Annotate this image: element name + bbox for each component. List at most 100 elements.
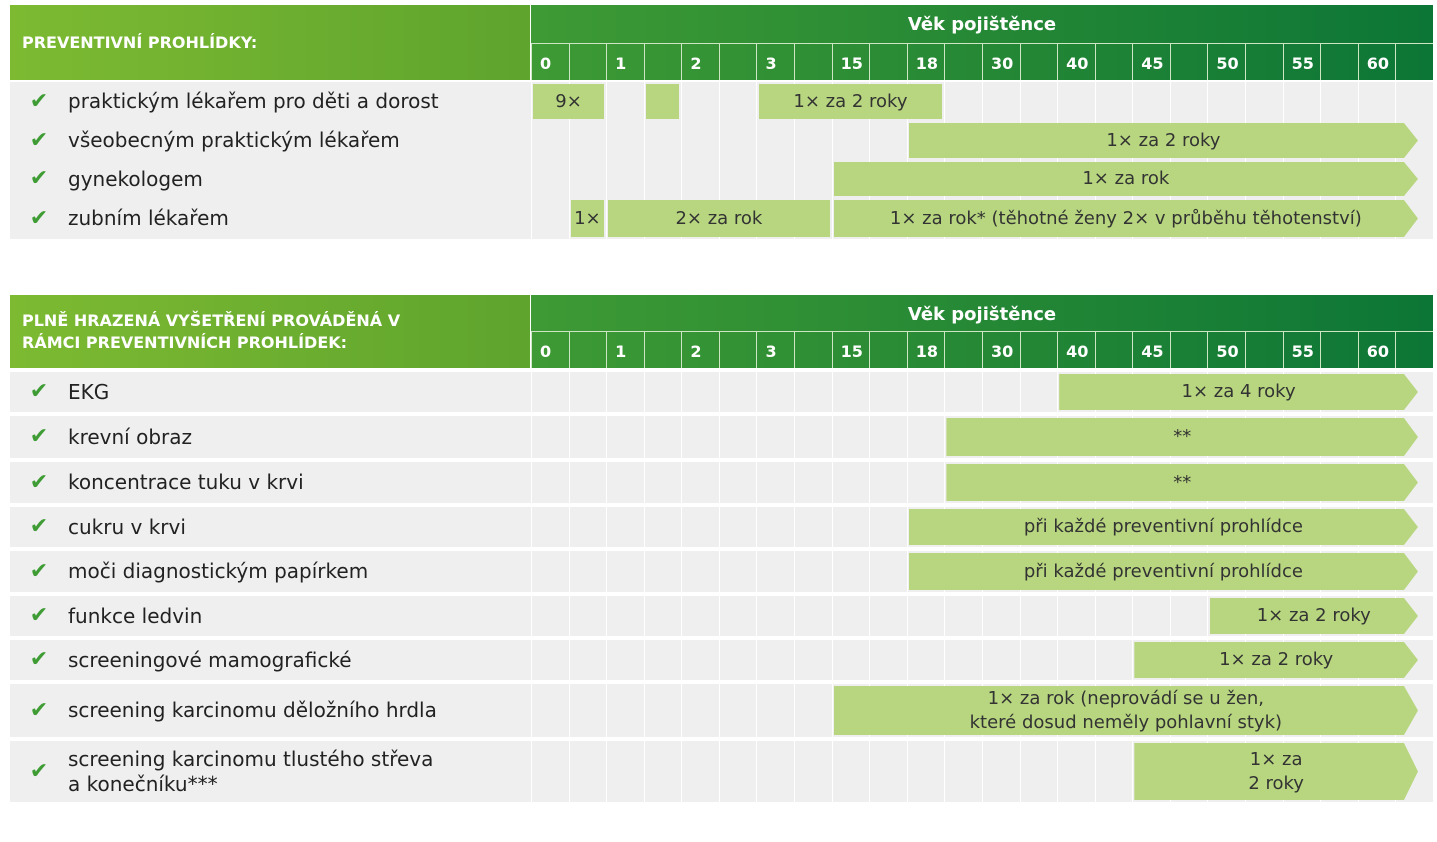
grid-cell xyxy=(906,121,945,160)
frequency-bar: 1× za rok (neprovádí se u žen, které dos… xyxy=(834,686,1418,735)
grid-cell xyxy=(718,551,757,592)
grid-cell xyxy=(944,82,982,121)
row-label: ✔screeningové mamografické xyxy=(10,640,530,680)
grid-cell xyxy=(568,507,607,547)
grid-cell xyxy=(643,121,682,160)
age-column: 30 xyxy=(981,43,1020,80)
age-column xyxy=(1094,331,1133,368)
grid-cell xyxy=(1057,741,1095,802)
check-icon: ✔ xyxy=(29,514,49,540)
frequency-bar: 1× za rok* (těhotné ženy 2× v průběhu tě… xyxy=(834,200,1418,237)
row-label: ✔moči diagnostickým papírkem xyxy=(10,551,530,592)
grid-cell xyxy=(681,82,719,121)
grid-cell xyxy=(869,462,907,503)
grid-cell xyxy=(606,82,644,121)
row-label: ✔koncentrace tuku v krvi xyxy=(10,462,530,503)
age-column xyxy=(568,331,607,368)
grid-cell xyxy=(568,198,607,239)
table-title-text: PLNĚ HRAZENÁ VYŠETŘENÍ PROVÁDĚNÁ V RÁMCI… xyxy=(22,310,401,352)
check-icon: ✔ xyxy=(29,697,49,723)
age-column: 50 xyxy=(1207,331,1245,368)
grid-cell xyxy=(606,121,644,160)
grid-cell xyxy=(718,160,757,198)
grid-cell xyxy=(756,462,794,503)
grid-cell xyxy=(794,372,832,412)
grid-cell xyxy=(718,121,757,160)
row-label: ✔cukru v krvi xyxy=(10,507,530,547)
grid-cell xyxy=(718,741,757,802)
age-header-title: Věk pojištěnce xyxy=(907,304,1057,325)
check-icon: ✔ xyxy=(29,166,49,192)
age-column xyxy=(1395,331,1433,368)
frequency-bar: 1× xyxy=(570,200,605,237)
grid-cell xyxy=(906,372,945,412)
grid-cell xyxy=(906,551,945,592)
row-label-text: zubním lékařem xyxy=(68,206,229,230)
grid-cell xyxy=(643,551,682,592)
frequency-bar: 1× za 4 roky xyxy=(1059,374,1418,410)
grid-cell xyxy=(1019,596,1058,636)
grid-cell xyxy=(794,160,832,198)
age-column: 40 xyxy=(1057,43,1095,80)
grid-cell xyxy=(531,121,569,160)
age-column: 55 xyxy=(1282,331,1321,368)
age-column xyxy=(1169,331,1208,368)
frequency-bar: 1× za 2 roky xyxy=(909,123,1418,158)
grid-cell xyxy=(718,507,757,547)
grid-cell xyxy=(531,198,569,239)
grid-cell xyxy=(756,684,794,737)
grid-cell xyxy=(681,741,719,802)
grid-cell xyxy=(831,416,870,458)
frequency-bar: 2× za rok xyxy=(608,200,830,237)
table-row: ✔gynekologem 1× za rok xyxy=(10,160,1433,198)
grid-cell xyxy=(606,198,644,239)
table-row: ✔funkce ledvin 1× za 2 roky xyxy=(10,596,1433,636)
row-label: ✔zubním lékařem xyxy=(10,198,530,239)
grid-cell xyxy=(531,684,569,737)
grid-cell xyxy=(981,82,1020,121)
age-column xyxy=(1169,43,1208,80)
grid-cell xyxy=(831,640,870,680)
check-icon: ✔ xyxy=(29,424,49,450)
grid-cell xyxy=(718,684,757,737)
table-row: ✔cukru v krvi při každé preventivní proh… xyxy=(10,507,1433,547)
table-title: PREVENTIVNÍ PROHLÍDKY: xyxy=(10,5,530,80)
age-column: 3 xyxy=(756,43,795,80)
grid-cell xyxy=(606,462,644,503)
frequency-bar: 1× za 2 roky xyxy=(1134,642,1418,678)
age-column: 60 xyxy=(1357,331,1396,368)
grid-cell xyxy=(831,741,870,802)
grid-cell xyxy=(831,684,870,737)
grid-cell xyxy=(869,416,907,458)
grid-cell xyxy=(944,741,982,802)
grid-cell xyxy=(606,416,644,458)
grid-cell xyxy=(531,160,569,198)
grid-cell xyxy=(981,372,1020,412)
grid-cell xyxy=(906,640,945,680)
table-row: ✔screening karcinomu tlustého střeva a k… xyxy=(10,741,1433,802)
row-label: ✔screening karcinomu tlustého střeva a k… xyxy=(10,741,530,802)
grid-cell xyxy=(681,416,719,458)
row-label: ✔praktickým lékařem pro děti a dorost xyxy=(10,82,530,121)
grid-cell xyxy=(831,160,870,198)
grid-cell xyxy=(794,507,832,547)
grid-cell xyxy=(756,640,794,680)
grid-cell xyxy=(606,596,644,636)
row-label: ✔krevní obraz xyxy=(10,416,530,458)
grid-cell xyxy=(869,507,907,547)
grid-cell xyxy=(906,596,945,636)
grid-cell xyxy=(718,596,757,636)
age-column xyxy=(1244,43,1283,80)
grid-cell xyxy=(756,416,794,458)
grid-cell xyxy=(606,551,644,592)
grid-cell xyxy=(869,596,907,636)
grid-cell xyxy=(718,462,757,503)
grid-cell xyxy=(681,507,719,547)
table-row: ✔všeobecným praktickým lékařem 1× za 2 r… xyxy=(10,121,1433,160)
grid-cell xyxy=(718,640,757,680)
grid-cell xyxy=(643,416,682,458)
age-column xyxy=(643,43,682,80)
row-label-text: funkce ledvin xyxy=(68,603,203,628)
